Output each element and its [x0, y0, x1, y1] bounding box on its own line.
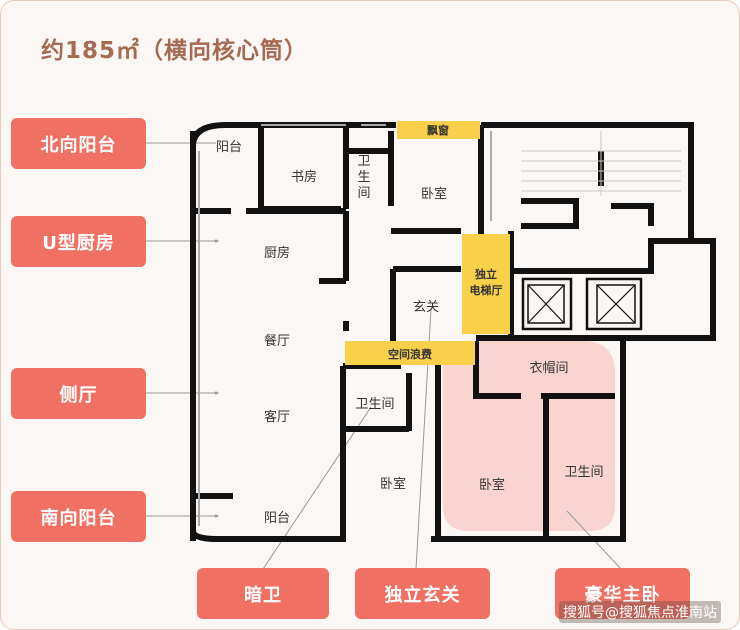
elevator-hall-label-1: 独立: [474, 267, 497, 281]
room-bath-top-2: 生: [357, 170, 370, 185]
master-suite-highlight: [443, 341, 615, 531]
elevator-hall-highlight: [462, 234, 510, 334]
callout-private-foyer: 独立玄关: [355, 568, 490, 619]
room-foyer: 玄关: [413, 300, 439, 315]
room-bedroom-bottom: 卧室: [380, 476, 406, 492]
callout-south-balcony: 南向阳台: [11, 491, 146, 542]
walls: [190, 122, 716, 542]
callout-side-hall: 侧厅: [11, 368, 146, 419]
room-bedroom-top: 卧室: [421, 186, 447, 202]
room-bath-top-3: 间: [357, 186, 370, 201]
leader-dots: [214, 239, 218, 518]
page-title: 约185㎡（横向核心筒）: [41, 38, 309, 64]
stairs: [521, 131, 681, 196]
window-lines: [198, 124, 492, 526]
room-closet: 衣帽间: [529, 360, 568, 376]
room-dining: 餐厅: [264, 333, 290, 349]
watermark: 搜狐号@搜狐焦点淮南站: [559, 601, 721, 623]
elevator-hall-label-2: 电梯厅: [470, 283, 503, 297]
elevator-right: [585, 277, 643, 331]
room-bath-top-1: 卫: [357, 154, 370, 169]
callout-north-balcony: 北向阳台: [11, 118, 146, 169]
room-living: 客厅: [264, 409, 290, 425]
room-master-bath: 卫生间: [564, 465, 603, 480]
room-bath-mid: 卫生间: [355, 397, 394, 412]
callout-dark-bath: 暗卫: [197, 568, 329, 619]
room-balcony-top: 阳台: [216, 140, 242, 155]
room-study: 书房: [291, 169, 317, 185]
callout-u-kitchen: U型厨房: [11, 216, 146, 267]
room-kitchen: 厨房: [264, 245, 290, 261]
room-balcony-bottom: 阳台: [264, 511, 290, 526]
bay-window-highlight: [397, 121, 480, 139]
bay-window-label: 飘窗: [427, 123, 449, 137]
wasted-space-highlight: [345, 341, 475, 365]
wasted-space-label: 空间浪费: [388, 347, 432, 361]
callout-master-suite: 豪华主卧: [555, 568, 690, 619]
elevator-left: [521, 277, 573, 331]
room-master-bedroom: 卧室: [479, 477, 505, 493]
